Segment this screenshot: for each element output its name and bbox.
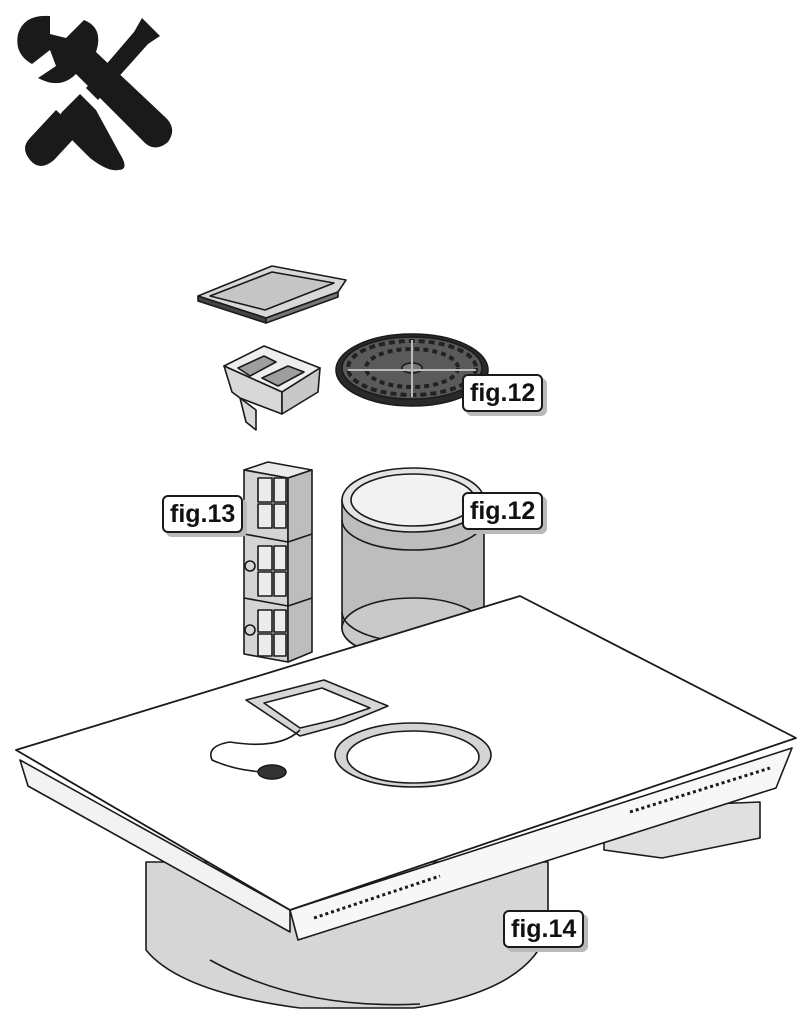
induction-hob [15, 595, 797, 1009]
wrench-icon [17, 15, 173, 166]
tools-icon [17, 15, 173, 171]
fig12-grille-label: fig.12 [462, 374, 544, 412]
round-grille [335, 333, 489, 407]
filter-housing [223, 345, 321, 431]
charcoal-filter-stack [243, 461, 313, 663]
fig14-hob-label: fig.14 [503, 910, 585, 948]
grease-filter-plate [197, 265, 347, 324]
fig12-cylinder-label: fig.12 [462, 492, 544, 530]
fig13-filters-label: fig.13 [162, 495, 244, 533]
